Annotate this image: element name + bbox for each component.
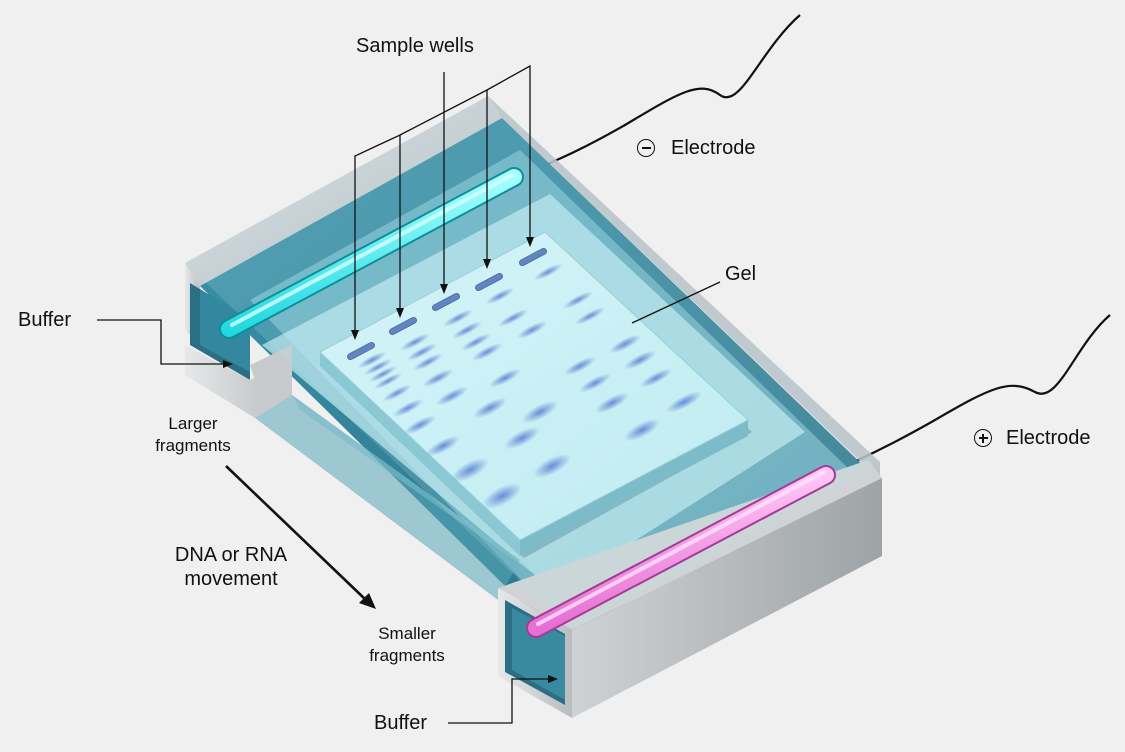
plus-circle-icon (974, 429, 992, 447)
tank-front-floor (255, 395, 520, 600)
band (578, 373, 612, 393)
band (442, 309, 474, 327)
band (422, 369, 454, 387)
band (435, 386, 469, 406)
band (368, 365, 398, 383)
tank-back-rim (185, 96, 502, 286)
band (363, 358, 393, 376)
well-2 (389, 316, 417, 336)
band (563, 356, 597, 376)
left-compartment-step (250, 345, 292, 418)
band (639, 368, 673, 388)
negative-electrode-wire (517, 14, 801, 178)
sample-wells-label: Sample wells (356, 35, 474, 57)
band (608, 334, 642, 354)
sample-wells-arrowheads (351, 237, 534, 340)
positive-electrode (526, 465, 836, 638)
band (472, 397, 508, 419)
buffer-top-callout-line (97, 319, 225, 365)
band (623, 350, 657, 370)
band (357, 351, 387, 369)
band (403, 415, 437, 435)
band (392, 399, 424, 417)
band (412, 353, 444, 371)
band (533, 453, 571, 479)
band (624, 418, 660, 442)
movement-line-2: movement (184, 568, 278, 590)
larger-fragments-line-2: fragments (155, 436, 231, 455)
tank-cover (185, 96, 880, 630)
band (666, 391, 702, 413)
smaller-fragments-line-1: Smaller (378, 624, 436, 643)
sample-wells-callout (354, 64, 531, 333)
dna-bands (357, 263, 702, 510)
band (562, 291, 594, 309)
band (504, 426, 540, 450)
gel-callout-line (631, 281, 721, 324)
larger-fragments-line-1: Larger (168, 414, 218, 433)
band (451, 321, 483, 339)
negative-electrode (219, 167, 524, 339)
band (382, 384, 412, 402)
band (406, 343, 438, 361)
movement-arrow-line (225, 465, 367, 601)
right-compartment-side (572, 478, 882, 718)
band (574, 307, 606, 325)
smaller-fragments-line-2: fragments (369, 646, 445, 665)
buffer-bottom-arrowhead (548, 675, 558, 683)
band (471, 343, 503, 361)
tank-right-wall (488, 96, 880, 480)
band (485, 287, 515, 305)
positive-electrode-wire (826, 314, 1111, 476)
well-3 (432, 292, 460, 312)
band (522, 400, 558, 424)
band (497, 309, 529, 327)
well-4 (475, 272, 503, 292)
band (533, 263, 563, 281)
sample-wells (347, 247, 547, 361)
band (425, 435, 461, 457)
band (516, 321, 548, 339)
buffer-bottom-callout-line (448, 678, 550, 724)
buffer-bottom-label: Buffer (374, 712, 427, 734)
well-1 (347, 341, 375, 361)
movement-label: DNA or RNA movement (150, 543, 312, 591)
smaller-fragments-label: Smaller fragments (356, 623, 458, 667)
band (373, 372, 403, 390)
band (488, 368, 522, 388)
band (399, 333, 431, 351)
positive-electrode-label: Electrode (1006, 427, 1091, 449)
band (482, 482, 522, 510)
well-5 (519, 247, 547, 267)
band (451, 457, 489, 483)
buffer-top-arrowhead (223, 360, 233, 368)
band (594, 392, 630, 414)
larger-fragments-label: Larger fragments (142, 413, 244, 457)
buffer-top-label: Buffer (18, 309, 71, 331)
band (460, 333, 492, 351)
negative-electrode-label: Electrode (671, 137, 756, 159)
gel-side-right (520, 420, 748, 556)
minus-circle-icon (637, 139, 655, 157)
movement-arrowhead (359, 593, 376, 609)
movement-line-1: DNA or RNA (174, 544, 288, 566)
gel-label: Gel (725, 263, 757, 285)
gel-side-front (320, 352, 520, 556)
